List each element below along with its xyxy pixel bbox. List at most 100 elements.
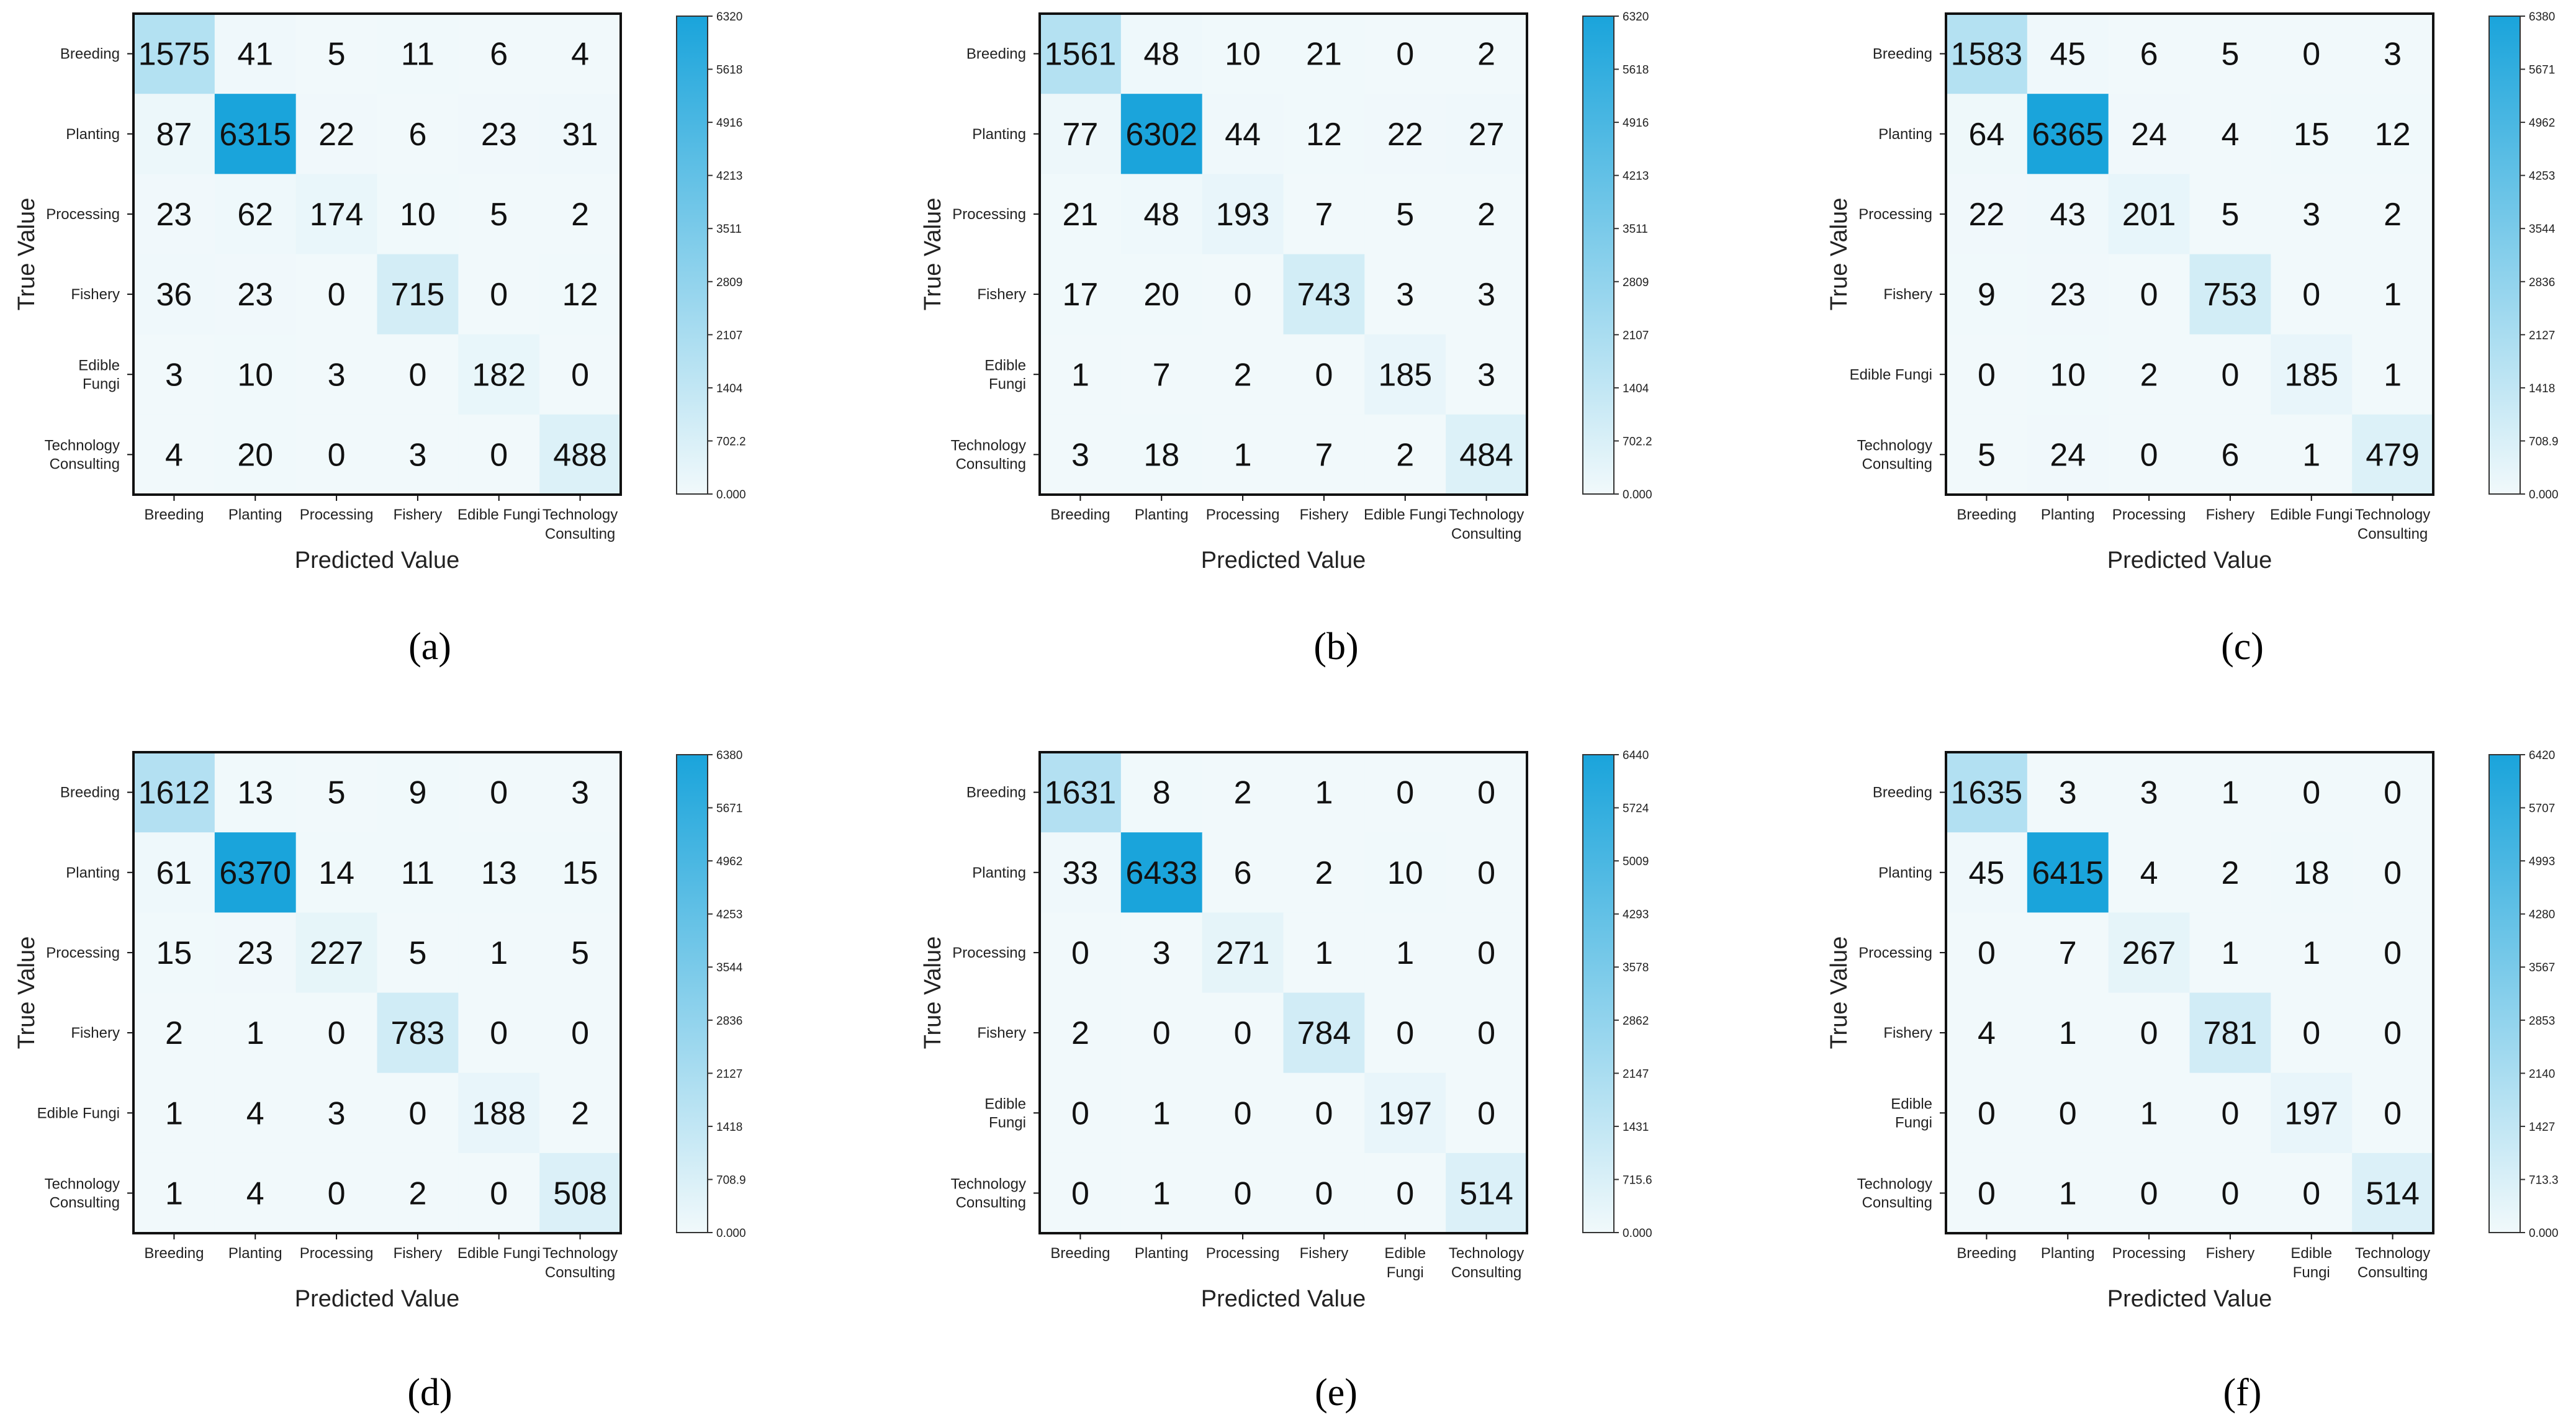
cell-value: 4 <box>165 437 183 473</box>
heatmap-cell <box>539 752 621 833</box>
heatmap-cell <box>1040 832 1122 913</box>
heatmap-cell <box>1446 752 1528 833</box>
cell-value: 6 <box>1234 855 1252 891</box>
cell-value: 21 <box>1062 197 1098 233</box>
cell-value: 2 <box>1315 855 1333 891</box>
colorbar <box>2488 754 2521 1233</box>
cell-value: 22 <box>318 117 354 153</box>
colorbar-tick-label: 1431 <box>1623 1121 1649 1134</box>
cell-value: 6 <box>490 37 508 73</box>
cell-value: 21 <box>1306 37 1342 73</box>
heatmap-cell <box>1283 14 1365 94</box>
cell-value: 0 <box>1315 357 1333 393</box>
heatmap-cell <box>2027 752 2109 833</box>
colorbar-tick-label: 708.9 <box>2529 435 2559 448</box>
heatmap-cell <box>295 414 378 495</box>
cell-value: 1 <box>1315 775 1333 811</box>
x-tick-label: Edible Fungi <box>457 1245 540 1262</box>
cell-value: 14 <box>318 855 354 891</box>
colorbar-tick-label: 1418 <box>716 1121 742 1134</box>
heatmap-cell <box>1283 1153 1365 1234</box>
heatmap-cell <box>1040 912 1122 994</box>
heatmap-cell <box>2027 832 2109 913</box>
cell-value: 18 <box>1143 437 1179 473</box>
heatmap-cell <box>2027 94 2109 174</box>
y-tick-label: Processing <box>952 945 1026 961</box>
colorbar-tick-label: 6440 <box>1623 749 1649 762</box>
cell-value: 0 <box>490 1015 508 1051</box>
cell-value: 185 <box>2284 357 2338 393</box>
cell-value: 227 <box>310 935 364 971</box>
x-tick-label: Technology <box>2355 506 2430 523</box>
x-tick-label: Edible <box>2290 1245 2332 1262</box>
cell-value: 0 <box>408 357 426 393</box>
cell-value: 48 <box>1143 197 1179 233</box>
heatmap-cell <box>2352 14 2434 94</box>
cell-value: 11 <box>401 855 435 891</box>
cell-value: 2 <box>1477 197 1495 233</box>
cell-value: 0 <box>2302 775 2320 811</box>
cell-value: 3 <box>1477 357 1495 393</box>
cell-value: 743 <box>1297 277 1351 313</box>
cell-value: 0 <box>328 277 346 313</box>
heatmap-cell <box>2189 1153 2271 1234</box>
colorbar-tick-label: 2107 <box>716 329 742 342</box>
cell-value: 197 <box>1378 1095 1432 1131</box>
x-tick-label: Fishery <box>394 506 443 523</box>
cell-value: 1635 <box>1951 775 2023 811</box>
heatmap-cell <box>1446 414 1528 495</box>
plot-frame <box>132 751 622 1234</box>
y-axis-label: True Value <box>1826 198 1852 311</box>
cell-value: 201 <box>2122 197 2176 233</box>
cell-value: 2 <box>1234 357 1252 393</box>
cell-value: 514 <box>1459 1175 1513 1211</box>
colorbar-tick-label: 2147 <box>1623 1067 1649 1081</box>
cell-value: 10 <box>1387 855 1423 891</box>
heatmap-cell <box>377 94 459 174</box>
heatmap-cell <box>2352 912 2434 994</box>
heatmap-cell <box>1364 1153 1446 1234</box>
x-tick-label: Processing <box>1206 506 1280 523</box>
heatmap-cell <box>1120 1072 1203 1154</box>
heatmap-cell <box>458 1153 540 1234</box>
cell-value: 5 <box>490 197 508 233</box>
y-axis-label: True Value <box>920 937 946 1049</box>
heatmap-cell <box>2189 1072 2271 1154</box>
heatmap-cell <box>2271 174 2353 255</box>
cell-value: 0 <box>1978 1175 1996 1211</box>
cell-value: 0 <box>408 1095 426 1131</box>
cell-value: 0 <box>2140 1175 2158 1211</box>
cell-value: 6 <box>408 117 426 153</box>
heatmap-cell <box>1202 1072 1284 1154</box>
y-tick-label: Consulting <box>50 1194 120 1211</box>
y-tick-label: Edible <box>984 357 1026 374</box>
colorbar <box>2488 16 2521 495</box>
cell-value: 0 <box>2059 1095 2077 1131</box>
x-tick-label: Breeding <box>144 506 204 523</box>
cell-value: 10 <box>237 357 273 393</box>
plot-frame <box>1945 12 2434 496</box>
colorbar-tick-label: 3544 <box>716 961 743 974</box>
cell-value: 2 <box>1477 37 1495 73</box>
heatmap-cell <box>2189 912 2271 994</box>
cell-value: 12 <box>2375 117 2411 153</box>
heatmap-cell <box>2027 254 2109 335</box>
cell-value: 0 <box>1234 1095 1252 1131</box>
x-tick-label: Processing <box>2112 1245 2186 1262</box>
cell-value: 6 <box>2140 37 2158 73</box>
cell-value: 64 <box>1968 117 2004 153</box>
x-axis-label: Predicted Value <box>2107 1286 2272 1312</box>
y-tick-label: Fishery <box>1883 286 1932 303</box>
colorbar-tick-label: 4962 <box>2529 117 2555 130</box>
cell-value: 0 <box>2384 1095 2402 1131</box>
colorbar-tick-label: 4253 <box>716 909 742 922</box>
x-tick-label: Technology <box>1449 506 1524 523</box>
colorbar-tick-label: 6320 <box>1623 11 1649 24</box>
heatmap-cell <box>1120 14 1203 94</box>
heatmap-cell <box>2108 752 2191 833</box>
heatmap-cell <box>2271 912 2353 994</box>
y-tick-label: Breeding <box>60 784 120 801</box>
